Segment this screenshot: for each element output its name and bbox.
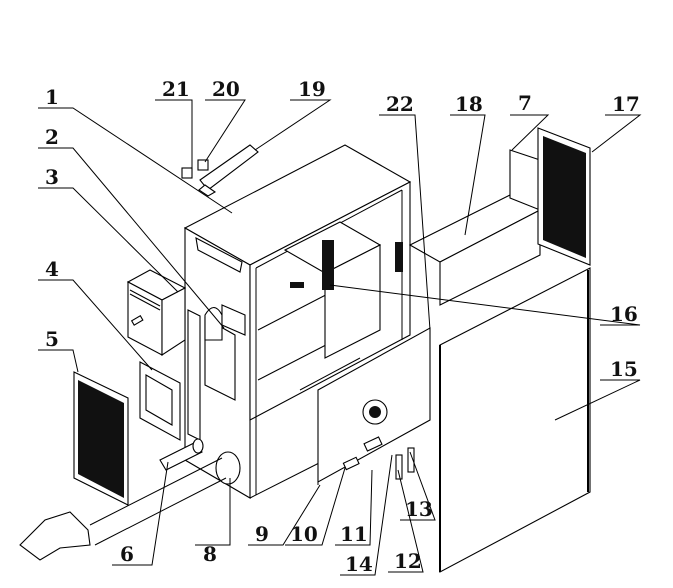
- callout-18: 18: [455, 92, 483, 116]
- front-door-panel: [439, 267, 591, 573]
- callout-20: 20: [212, 77, 240, 101]
- side-module-box: [126, 269, 187, 357]
- inner-panel: [317, 327, 431, 485]
- left-vent-grille: [73, 371, 129, 506]
- callout-12: 12: [394, 549, 422, 573]
- callout-21: 21: [162, 77, 190, 101]
- callout-2: 2: [45, 125, 59, 149]
- right-vent-grille: [537, 127, 591, 266]
- callout-16: 16: [610, 302, 638, 326]
- callout-3: 3: [45, 165, 59, 189]
- callout-5: 5: [45, 327, 59, 351]
- callout-1: 1: [45, 85, 59, 109]
- mounting-plate: [139, 361, 181, 441]
- callout-6: 6: [120, 542, 134, 566]
- callout-14: 14: [345, 552, 373, 576]
- callout-17: 17: [612, 92, 640, 116]
- top-accessories: [181, 144, 259, 197]
- callout-10: 10: [290, 522, 318, 546]
- callout-4: 4: [45, 257, 59, 281]
- callout-9: 9: [255, 522, 269, 546]
- main-cabinet: [183, 144, 412, 499]
- callout-19: 19: [298, 77, 326, 101]
- callout-13: 13: [405, 497, 433, 521]
- cable-and-connector: [19, 438, 241, 561]
- callout-15: 15: [610, 357, 638, 381]
- callout-7: 7: [518, 91, 532, 115]
- callout-labels: 1 2 3 4 5 6 7 8 9 10 11 12 13 14 15 16 1…: [45, 77, 640, 576]
- callout-11: 11: [340, 522, 368, 546]
- callout-8: 8: [203, 542, 217, 566]
- connector-block-icon: [322, 240, 334, 290]
- callout-22: 22: [386, 92, 414, 116]
- leader-lines: [38, 99, 642, 576]
